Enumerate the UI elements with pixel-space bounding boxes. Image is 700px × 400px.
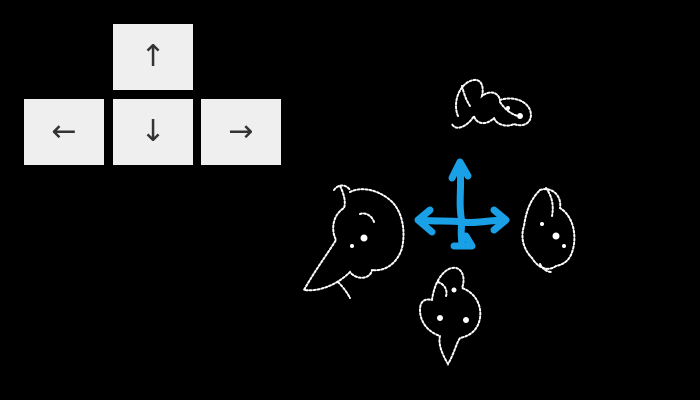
character-facing-down-icon <box>418 266 482 366</box>
character-facing-right-icon <box>521 187 576 273</box>
four-way-move-arrows-icon <box>414 158 510 250</box>
down-arrow-key[interactable]: ↓ <box>113 99 193 165</box>
up-arrow-key[interactable]: ↑ <box>113 24 193 90</box>
left-arrow-key[interactable]: ← <box>24 99 104 165</box>
right-arrow-key[interactable]: → <box>201 99 281 165</box>
character-facing-left-icon <box>302 184 405 299</box>
character-facing-up-icon <box>451 78 532 129</box>
